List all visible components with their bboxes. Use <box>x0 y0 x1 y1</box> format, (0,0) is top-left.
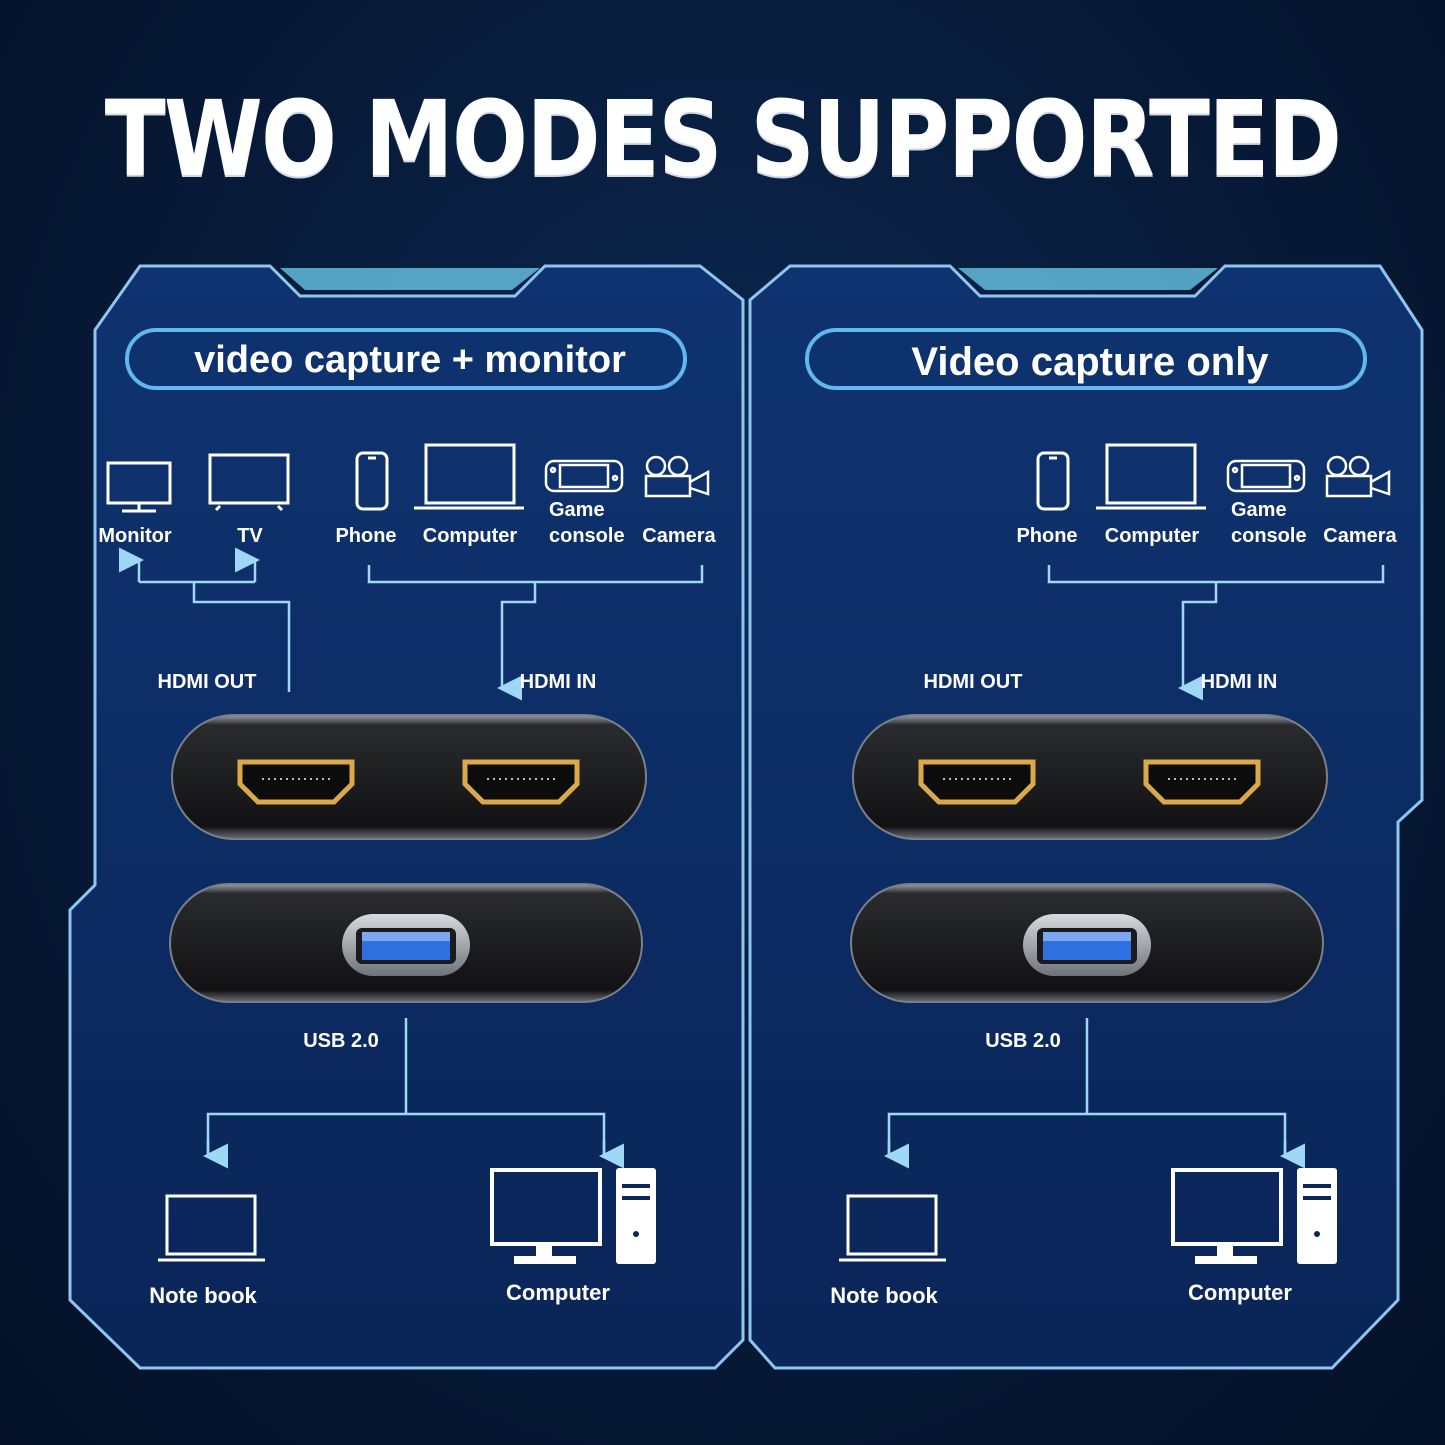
desktop-computer-icon <box>490 1168 656 1264</box>
usb-label: USB 2.0 <box>985 1030 1061 1052</box>
capture-device-hdmi-side <box>171 714 647 840</box>
panel-capture-only: Video capture only Phone Computer Game c… <box>748 264 1424 1370</box>
usb-port <box>342 914 470 976</box>
notebook-icon <box>839 1194 946 1262</box>
phone-icon <box>1036 451 1070 511</box>
notebook-icon <box>158 1194 265 1262</box>
usb-connector-lines <box>884 1018 1305 1169</box>
device-label-console: console <box>1231 525 1307 547</box>
device-label-camera: Camera <box>642 525 716 547</box>
mode-label: Video capture only <box>911 340 1269 384</box>
panel-top-tab <box>958 268 1218 290</box>
page-title: TWO MODES SUPPORTED <box>104 78 1342 200</box>
camera-icon <box>1325 455 1391 498</box>
hdmi-in-label: HDMI IN <box>1201 671 1278 693</box>
hdmi-in-label: HDMI IN <box>520 671 597 693</box>
mode-label-pill <box>125 328 687 390</box>
host-label-notebook: Note book <box>149 1283 257 1308</box>
tv-icon <box>208 453 290 512</box>
device-label-tv: TV <box>237 525 263 547</box>
mode-label: video capture + monitor <box>194 339 626 381</box>
input-connector-lines <box>1047 565 1385 701</box>
device-label-phone: Phone <box>335 525 396 547</box>
game-console-icon <box>544 459 624 493</box>
hdmi-out-label: HDMI OUT <box>158 671 257 693</box>
host-label-computer: Computer <box>1188 1280 1292 1305</box>
device-label-game: Game <box>549 499 605 521</box>
capture-device-usb-side <box>850 883 1324 1003</box>
host-label-notebook: Note book <box>830 1283 938 1308</box>
hdmi-out-port <box>237 759 355 805</box>
device-label-monitor: Monitor <box>98 525 172 547</box>
host-label-computer: Computer <box>506 1280 610 1305</box>
laptop-icon <box>1096 443 1206 510</box>
panel-capture-monitor: video capture + monitor Monitor TV Phone… <box>68 264 745 1370</box>
monitor-icon <box>106 461 172 513</box>
device-label-console: console <box>549 525 625 547</box>
device-label-computer: Computer <box>1105 525 1200 547</box>
hdmi-in-port <box>1143 759 1261 805</box>
hdmi-out-label: HDMI OUT <box>924 671 1023 693</box>
capture-device-usb-side <box>169 883 643 1003</box>
usb-label: USB 2.0 <box>303 1030 379 1052</box>
input-connector-lines <box>367 565 704 701</box>
phone-icon <box>355 451 389 511</box>
panel-top-tab <box>280 268 540 290</box>
device-label-camera: Camera <box>1323 525 1397 547</box>
hdmi-out-port <box>918 759 1036 805</box>
game-console-icon <box>1226 459 1306 493</box>
usb-connector-lines <box>203 1018 624 1169</box>
hdmi-in-port <box>462 759 580 805</box>
desktop-computer-icon <box>1171 1168 1337 1264</box>
device-label-computer: Computer <box>423 525 518 547</box>
usb-port <box>1023 914 1151 976</box>
mode-label-pill <box>805 328 1367 390</box>
output-connector-lines <box>119 547 291 692</box>
device-label-phone: Phone <box>1016 525 1077 547</box>
laptop-icon <box>414 443 524 510</box>
device-label-game: Game <box>1231 499 1287 521</box>
capture-device-hdmi-side <box>852 714 1328 840</box>
camera-icon <box>644 455 710 498</box>
